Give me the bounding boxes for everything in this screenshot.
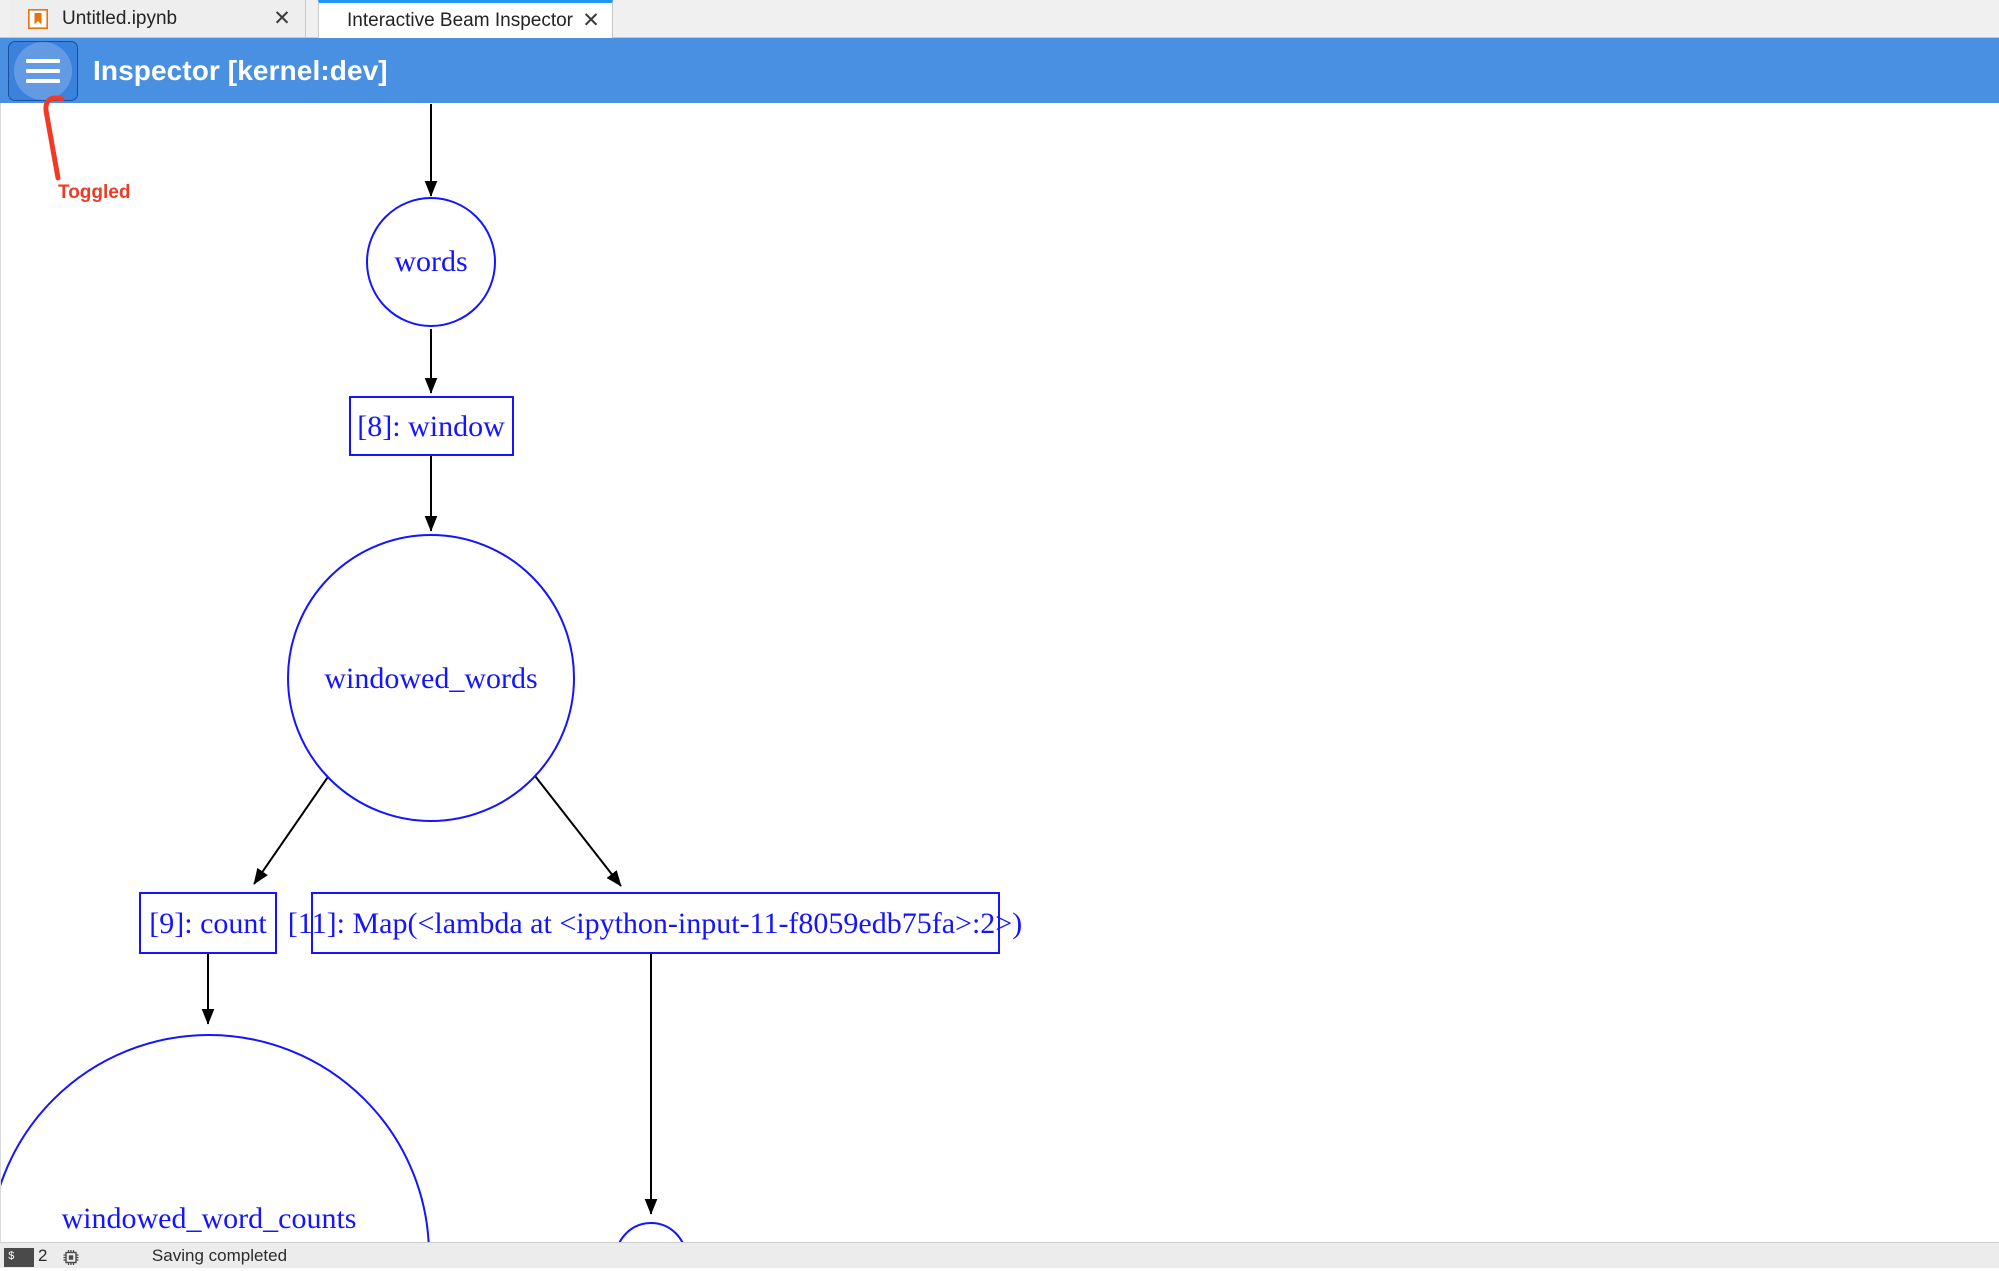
graph-nodes: words [8]: window windowed_words [9]: co… <box>1 198 1022 1242</box>
node-count[interactable]: [9]: count <box>140 893 276 953</box>
tab-interactive-beam-inspector[interactable]: Interactive Beam Inspector ✕ <box>318 0 613 38</box>
node-label: [8]: window <box>357 410 505 443</box>
graph-canvas[interactable]: words [8]: window windowed_words [9]: co… <box>0 103 1999 1242</box>
status-message: Saving completed <box>0 1246 1219 1266</box>
node-label: [11]: Map(<lambda at <ipython-input-11-f… <box>288 907 1022 940</box>
node-label: words <box>394 245 467 278</box>
inspector-header-bar: Inspector [kernel:dev] <box>0 38 1999 103</box>
edge-windowed-to-map <box>521 758 621 886</box>
status-bar: $ 2 Saving completed <box>0 1242 1999 1268</box>
node-words[interactable]: words <box>367 198 495 326</box>
node-label: windowed_words <box>324 662 537 695</box>
node-windowed-word-counts[interactable]: windowed_word_counts <box>1 1035 429 1242</box>
node-map-lambda[interactable]: [11]: Map(<lambda at <ipython-input-11-f… <box>288 893 1022 953</box>
node-window[interactable]: [8]: window <box>350 397 513 455</box>
hamburger-bars <box>26 53 60 89</box>
node-windowed-words[interactable]: windowed_words <box>288 535 574 821</box>
notebook-icon <box>28 9 48 29</box>
node-unnamed-pcoll[interactable] <box>616 1223 686 1242</box>
tab-bar: Untitled.ipynb ✕ Interactive Beam Inspec… <box>0 0 1999 38</box>
tab-label: Interactive Beam Inspector <box>347 10 573 32</box>
tab-label: Untitled.ipynb <box>62 8 177 30</box>
close-icon[interactable]: ✕ <box>273 10 291 28</box>
hamburger-menu-icon[interactable] <box>8 41 78 101</box>
node-label: windowed_word_counts <box>62 1202 357 1235</box>
pipeline-graph: words [8]: window windowed_words [9]: co… <box>1 103 1999 1242</box>
page-title: Inspector [kernel:dev] <box>93 55 388 87</box>
node-label: [9]: count <box>149 907 267 940</box>
close-icon[interactable]: ✕ <box>582 12 600 30</box>
tab-untitled-notebook[interactable]: Untitled.ipynb ✕ <box>10 0 306 38</box>
